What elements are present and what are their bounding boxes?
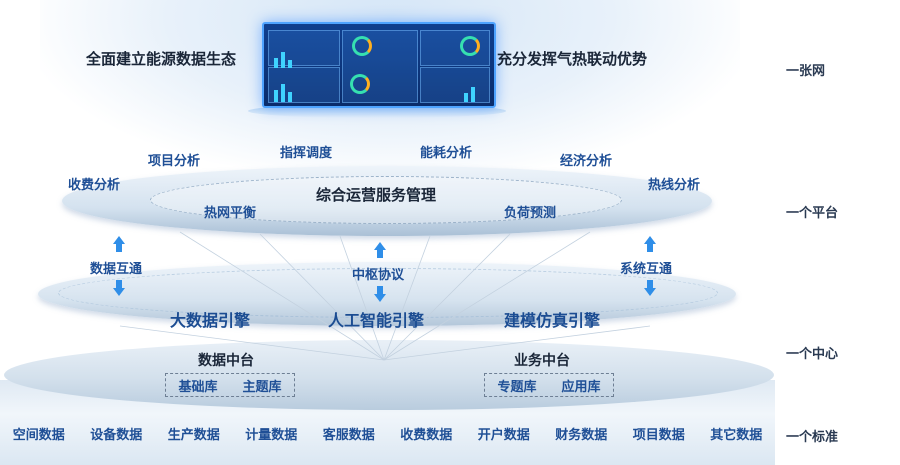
platform-item-project: 项目分析 bbox=[148, 154, 201, 169]
library-basic: 基础库 bbox=[178, 379, 218, 395]
data-source-production: 生产数据 bbox=[167, 428, 220, 443]
funnel-line bbox=[383, 231, 591, 361]
platform-title: 综合运营服务管理 bbox=[316, 186, 437, 204]
data-source-billing: 收费数据 bbox=[400, 428, 453, 443]
screen-donut bbox=[460, 36, 480, 56]
platform-item-load-forecast: 负荷预测 bbox=[504, 206, 557, 221]
screen-panel bbox=[268, 30, 340, 66]
business-middle-platform-title: 业务中台 bbox=[514, 353, 570, 369]
arrow-up-left bbox=[113, 236, 125, 252]
data-source-account-opening: 开户数据 bbox=[477, 428, 530, 443]
business-middle-platform-box: 专题库 应用库 bbox=[484, 373, 614, 397]
layer-label-network: 一张网 bbox=[786, 64, 826, 79]
library-special: 专题库 bbox=[497, 379, 537, 395]
data-source-metering: 计量数据 bbox=[245, 428, 298, 443]
layer-label-standard: 一个标准 bbox=[786, 430, 839, 445]
data-middle-platform-title: 数据中台 bbox=[198, 353, 254, 369]
library-application: 应用库 bbox=[561, 379, 601, 395]
library-topic: 主题库 bbox=[242, 379, 282, 395]
funnel-line bbox=[179, 231, 385, 361]
link-label-data: 数据互通 bbox=[90, 262, 143, 277]
screen-bar bbox=[281, 52, 285, 68]
data-source-equipment: 设备数据 bbox=[90, 428, 143, 443]
data-middle-platform-box: 基础库 主题库 bbox=[165, 373, 295, 397]
engine-disc-ring bbox=[58, 268, 718, 318]
headline-right: 充分发挥气热联动优势 bbox=[497, 50, 648, 68]
layer-label-platform: 一个平台 bbox=[786, 206, 839, 221]
funnel-line bbox=[119, 325, 385, 361]
arrow-up-right bbox=[644, 236, 656, 252]
link-label-hub: 中枢协议 bbox=[352, 268, 405, 283]
platform-inner-ring bbox=[150, 176, 622, 224]
dashboard-screen-image bbox=[262, 22, 496, 108]
layer-label-center: 一个中心 bbox=[786, 347, 839, 362]
center-disc bbox=[4, 340, 774, 410]
data-source-customer-service: 客服数据 bbox=[322, 428, 375, 443]
funnel-line bbox=[383, 325, 651, 361]
data-source-spatial: 空间数据 bbox=[12, 428, 65, 443]
headline-left: 全面建立能源数据生态 bbox=[86, 50, 237, 68]
engine-ai: 人工智能引擎 bbox=[328, 311, 425, 330]
platform-item-dispatch: 指挥调度 bbox=[280, 146, 333, 161]
data-source-finance: 财务数据 bbox=[555, 428, 608, 443]
funnel-line bbox=[383, 233, 511, 361]
arrow-down-center bbox=[374, 286, 386, 302]
funnel-line bbox=[383, 235, 431, 361]
screen-bar bbox=[471, 87, 475, 102]
arrow-down-right bbox=[644, 280, 656, 296]
screen-panel bbox=[420, 67, 490, 103]
platform-item-billing: 收费分析 bbox=[68, 178, 121, 193]
engine-simulation: 建模仿真引擎 bbox=[504, 311, 601, 330]
screen-panel bbox=[268, 67, 340, 103]
funnel-line bbox=[259, 233, 385, 361]
platform-item-heat-balance: 热网平衡 bbox=[204, 206, 257, 221]
screen-bar bbox=[274, 58, 278, 68]
screen-bar bbox=[281, 84, 285, 102]
data-source-row: 空间数据 设备数据 生产数据 计量数据 客服数据 收费数据 开户数据 财务数据 … bbox=[0, 424, 775, 443]
screen-bar bbox=[464, 93, 468, 102]
arrow-down-left bbox=[113, 280, 125, 296]
platform-item-energy: 能耗分析 bbox=[420, 146, 473, 161]
link-label-system: 系统互通 bbox=[620, 262, 673, 277]
engine-big-data: 大数据引擎 bbox=[170, 311, 251, 330]
screen-donut bbox=[352, 36, 372, 56]
funnel-line bbox=[339, 235, 385, 361]
arrow-up-center bbox=[374, 242, 386, 258]
screen-bar bbox=[274, 90, 278, 102]
data-source-project: 项目数据 bbox=[632, 428, 685, 443]
screen-donut bbox=[350, 74, 370, 94]
data-source-other: 其它数据 bbox=[710, 428, 763, 443]
platform-item-economy: 经济分析 bbox=[560, 154, 613, 169]
screen-bar bbox=[288, 92, 292, 102]
screen-bar bbox=[288, 60, 292, 68]
platform-item-hotline: 热线分析 bbox=[648, 178, 701, 193]
